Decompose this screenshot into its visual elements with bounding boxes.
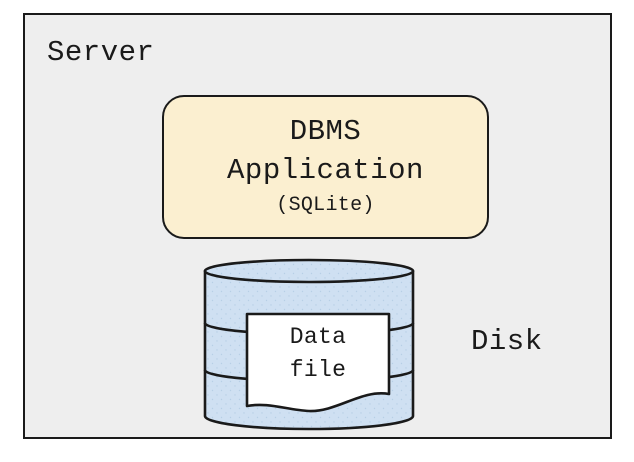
dbms-title-line-1: DBMS [289, 115, 362, 149]
cylinder-top-ellipse [203, 258, 415, 284]
disk-cylinder-graphic [203, 258, 415, 431]
disk-label: Disk [471, 325, 543, 358]
data-file-document [245, 312, 391, 413]
server-label: Server [47, 36, 155, 69]
dbms-engine-name: (SQLite) [276, 193, 375, 217]
dbms-title-line-2: Application [227, 153, 424, 187]
dbms-application-box: DBMS Application (SQLite) [162, 95, 489, 239]
